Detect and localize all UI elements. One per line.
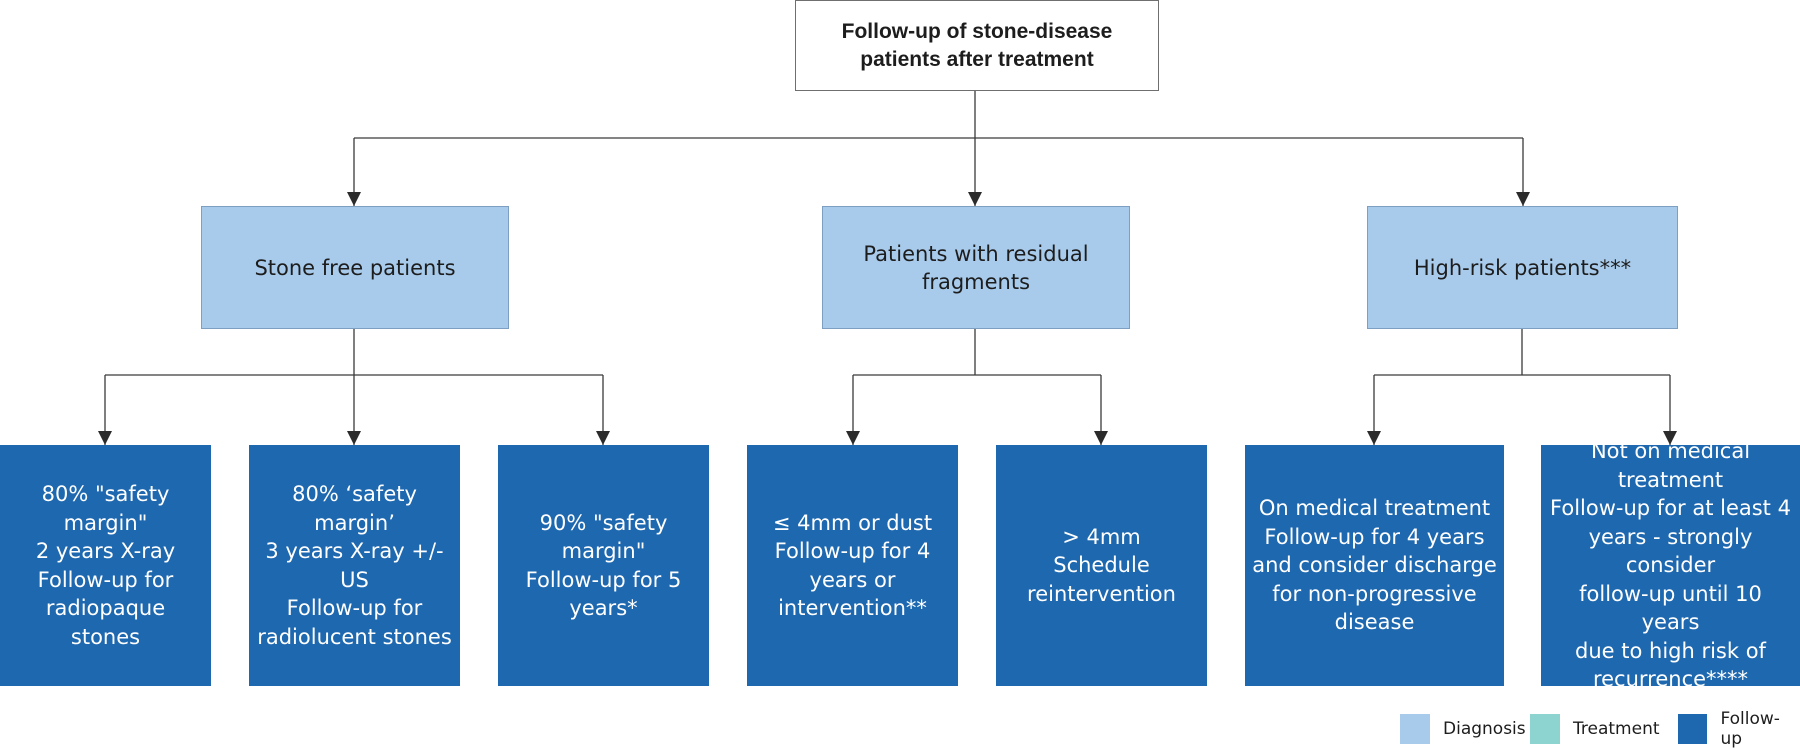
legend-item-treatment: Treatment <box>1530 714 1660 744</box>
legend-swatch-diagnosis <box>1400 714 1430 744</box>
followup-node-not-on-medical-treatment: Not on medical treatment Follow-up for a… <box>1541 439 1800 691</box>
legend-label-diagnosis: Diagnosis <box>1443 719 1526 739</box>
followup-node-small-fragments: ≤ 4mm or dust Follow-up for 4 years or i… <box>747 445 958 686</box>
legend-label-follow-up: Follow-up <box>1720 709 1780 749</box>
legend-label-treatment: Treatment <box>1573 719 1660 739</box>
root-node-title: Follow-up of stone-disease patients afte… <box>795 0 1159 91</box>
diagnosis-node-high-risk: High-risk patients*** <box>1367 206 1678 329</box>
diagnosis-node-stone-free: Stone free patients <box>201 206 509 329</box>
followup-node-radiolucent: 80% ‘safety margin’ 3 years X-ray +/- US… <box>249 445 460 686</box>
followup-node-radiopaque: 80% "safety margin" 2 years X-ray Follow… <box>0 445 211 686</box>
followup-node-large-fragments: > 4mm Schedule reintervention <box>996 445 1207 686</box>
diagnosis-node-residual-fragments: Patients with residual fragments <box>822 206 1130 329</box>
legend-swatch-treatment <box>1530 714 1560 744</box>
legend-item-follow-up: Follow-up <box>1678 709 1800 749</box>
legend-swatch-follow-up <box>1678 714 1708 744</box>
legend-item-diagnosis: Diagnosis <box>1400 714 1526 744</box>
followup-node-five-years: 90% "safety margin" Follow-up for 5 year… <box>498 445 709 686</box>
followup-node-on-medical-treatment: On medical treatment Follow-up for 4 yea… <box>1245 445 1504 686</box>
